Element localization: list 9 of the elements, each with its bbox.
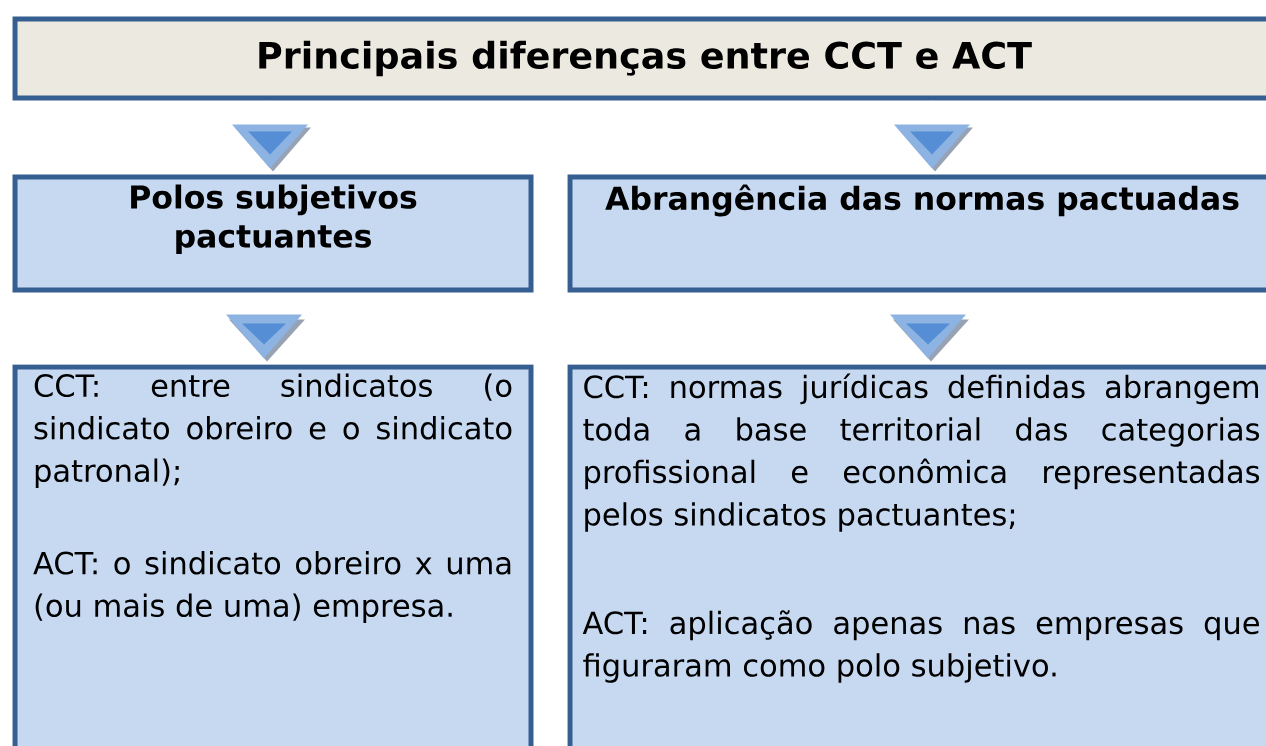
arrow	[232, 100, 311, 172]
heading-box: Polos subjetivos pactuantes	[12, 174, 534, 293]
arrow	[226, 292, 305, 362]
content-box: CCT: normas jurídicas definidas abrangem toda a base territorial das categorias profissional e econômica representadas pelos sindicatos pactuantes; ACT: aplicação apenas nas empresas que figuraram como polo subjetivo.	[567, 364, 1266, 746]
title-banner: Principais diferenças entre CCT e ACT	[12, 16, 1266, 101]
arrow	[890, 292, 969, 362]
heading-box: Abrangência das normas pactuadas	[567, 174, 1266, 293]
arrow	[894, 100, 973, 172]
content-box: CCT: entre sindicatos (o sindicato obreiro e o sindicato patronal); ACT: o sindicato obreiro x uma (ou mais de uma) empresa.	[12, 364, 534, 746]
